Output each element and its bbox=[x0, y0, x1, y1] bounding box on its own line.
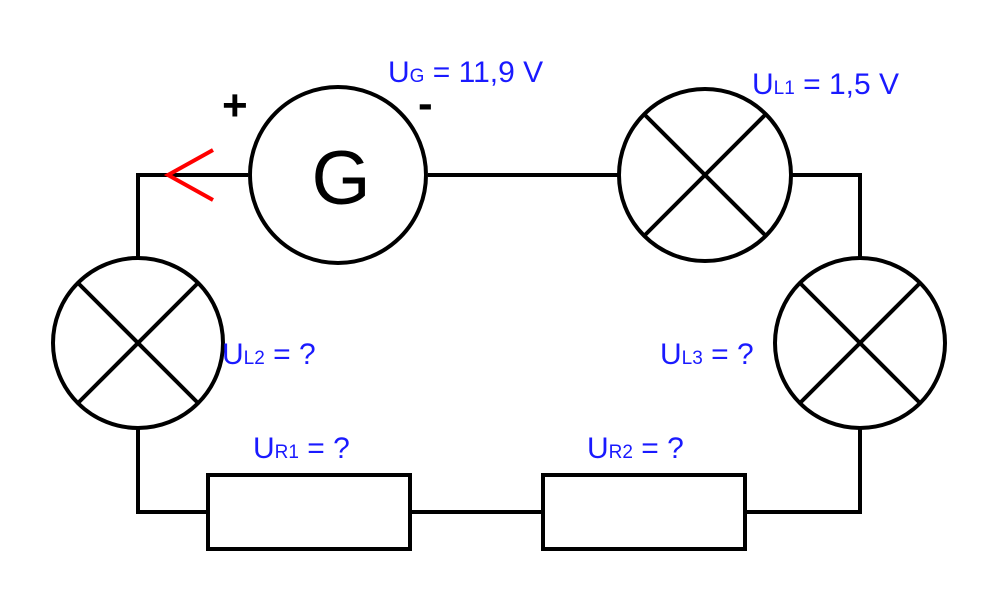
resistor-r2 bbox=[541, 473, 747, 551]
label-u-l3: UL3 = ? bbox=[660, 338, 754, 371]
generator-minus-sign: - bbox=[418, 79, 433, 128]
lamp-l3 bbox=[773, 256, 947, 430]
wire-left-bottom bbox=[136, 428, 208, 514]
generator: G bbox=[248, 85, 428, 265]
label-u-l2: UL2 = ? bbox=[222, 338, 316, 371]
wire-right-bottom bbox=[745, 428, 862, 514]
label-u-r2: UR2 = ? bbox=[587, 432, 684, 465]
lamp-l1 bbox=[617, 87, 793, 263]
wire-right-top bbox=[792, 173, 862, 258]
label-u-generator: UG = 11,9 V bbox=[388, 56, 544, 89]
generator-letter: G bbox=[311, 136, 370, 221]
current-arrow bbox=[163, 148, 214, 202]
label-u-r1: UR1 = ? bbox=[253, 432, 350, 465]
wire-left-top bbox=[136, 173, 248, 258]
label-u-l1: UL1 = 1,5 V bbox=[752, 68, 900, 101]
lamp-l2 bbox=[51, 256, 225, 430]
generator-plus-sign: + bbox=[222, 81, 248, 130]
resistor-r1 bbox=[206, 473, 412, 551]
